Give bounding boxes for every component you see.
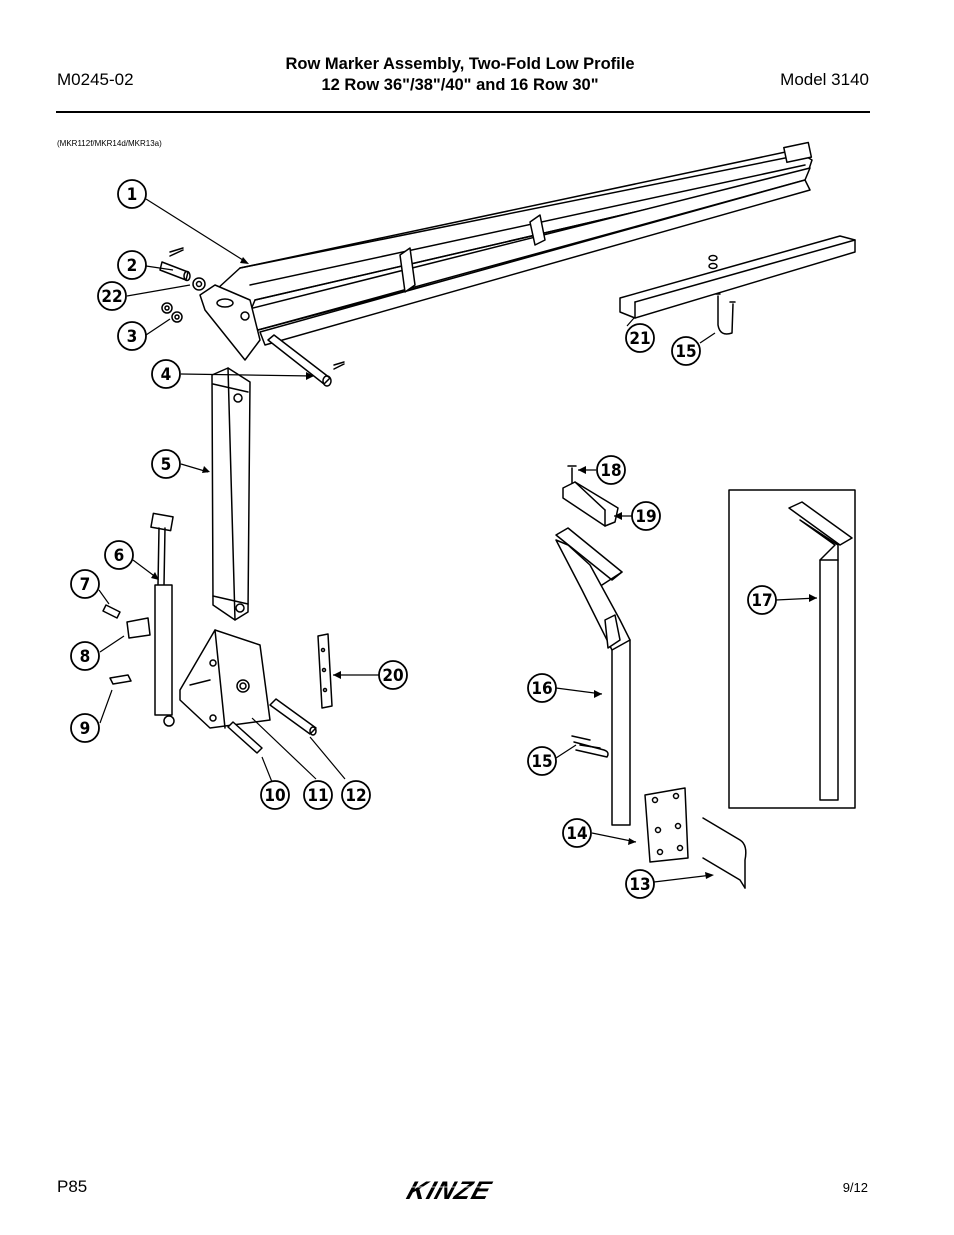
callout-number: 15 [531, 752, 552, 772]
callout-circle [527, 746, 557, 776]
hydraulic-cylinder [150, 512, 175, 727]
logo-text: KINZE [403, 1176, 496, 1205]
mounting-bracket [179, 629, 271, 729]
small-hardware [102, 604, 151, 685]
page-title: Row Marker Assembly, Two-Fold Low Profil… [230, 54, 690, 96]
callout-circle [70, 641, 100, 671]
extension-tube [619, 235, 856, 335]
callout-number: 1 [127, 185, 138, 205]
callout-circle [70, 713, 100, 743]
callout-circle [151, 449, 181, 479]
revision-date: 9/12 [842, 1180, 868, 1195]
callout-number: 14 [566, 824, 587, 844]
callout-circle [70, 569, 100, 599]
clamp-plate [644, 787, 747, 889]
callout-circle [117, 250, 147, 280]
callout-circle [625, 323, 655, 353]
callout-number: 19 [635, 507, 656, 527]
callout-circle [378, 660, 408, 690]
callout-circle [625, 869, 655, 899]
callout-number: 20 [382, 666, 403, 686]
marker-disk-arm [555, 527, 631, 826]
callout-number: 4 [161, 365, 172, 385]
callout-circle [117, 321, 147, 351]
alternate-arm-box [728, 489, 856, 809]
callout-number: 12 [345, 786, 366, 806]
marker-arm [199, 141, 813, 361]
callout-circle [260, 780, 290, 810]
fold-link [211, 367, 251, 621]
drawing-reference: (MKR112f/MKR14d/MKR13a) [57, 139, 162, 148]
kinze-logo: KINZE [403, 1176, 513, 1205]
callout-number: 6 [114, 546, 125, 566]
callout-circle [747, 585, 777, 615]
callout-number: 5 [161, 455, 172, 475]
callout-circle [562, 818, 592, 848]
title-line-2: 12 Row 36"/38"/40" and 16 Row 30" [321, 76, 599, 94]
callout-number: 13 [629, 875, 650, 895]
arrowheads [151, 257, 817, 879]
lower-pins [227, 698, 317, 754]
page-number: P85 [57, 1177, 88, 1196]
callout-number: 7 [80, 575, 91, 595]
u-bolt [571, 735, 609, 758]
callout-number: 10 [264, 786, 285, 806]
callout-circle [97, 281, 127, 311]
callout-circle [303, 780, 333, 810]
pivot-pin [267, 334, 345, 387]
callout-circle [596, 455, 626, 485]
callout-circle [527, 673, 557, 703]
callout-number: 21 [629, 329, 650, 349]
callout-number: 9 [80, 719, 91, 739]
title-line-1: Row Marker Assembly, Two-Fold Low Profil… [285, 55, 635, 73]
callout-circle [151, 359, 181, 389]
callout-number: 22 [101, 287, 122, 307]
header-rule [56, 111, 870, 113]
callout-number: 16 [531, 679, 552, 699]
bolt-and-block [562, 465, 619, 527]
upper-pin-hardware [159, 247, 206, 323]
callout-number: 18 [600, 461, 621, 481]
callout-circle [631, 501, 661, 531]
callout-circle [117, 179, 147, 209]
shim-plate [317, 633, 333, 709]
callout-number: 8 [80, 647, 91, 667]
callout-number: 2 [127, 256, 138, 276]
callout-number: 11 [307, 786, 328, 806]
model-label: Model 3140 [780, 70, 869, 89]
document-number: M0245-02 [57, 70, 134, 89]
callout-circle [104, 540, 134, 570]
callout-number: 17 [751, 591, 772, 611]
callout-circle [671, 336, 701, 366]
callout-number: 15 [675, 342, 696, 362]
callout-circle [341, 780, 371, 810]
callout-number: 3 [127, 327, 138, 347]
